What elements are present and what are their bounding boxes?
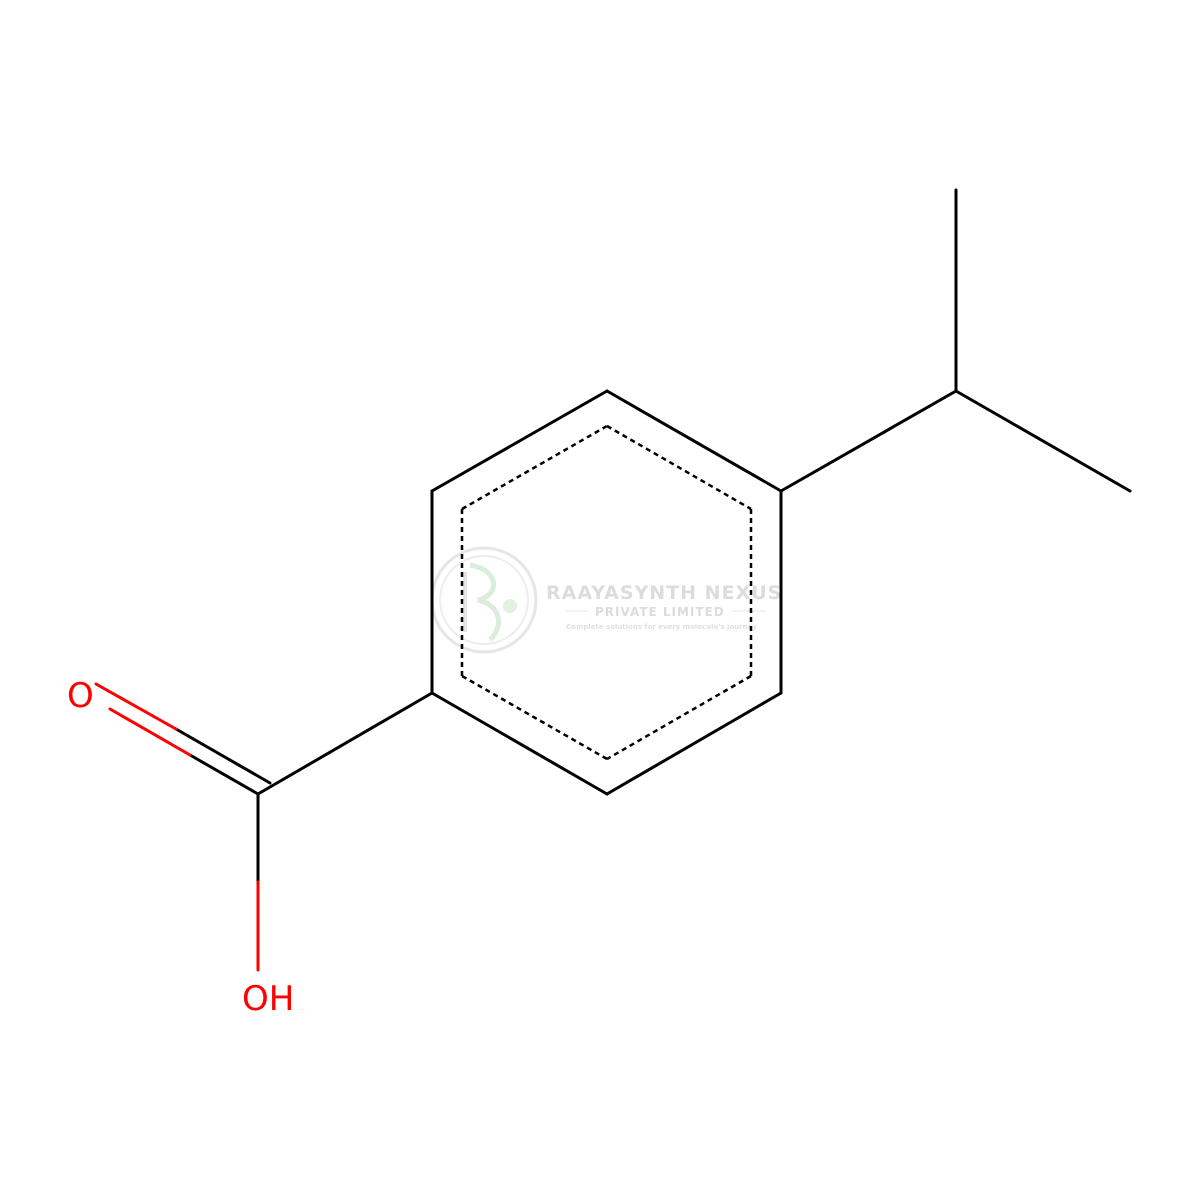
carboxyl-carbon-bond [256,691,434,796]
carbonyl-oxygen-label: O [67,676,94,716]
carbonyl-bond-black-2 [174,727,272,785]
ring-bond [430,691,609,796]
ring-bond [605,691,783,796]
logo-node-icon [503,599,517,613]
logo-inner-ring [439,555,529,645]
watermark-logo: RAAYASYNTH NEXUS PRIVATE LIMITED Complet… [430,546,782,654]
aromatic-ring-dashes [460,424,753,761]
isopropyl-bond [779,389,958,493]
methyl-bond-right [954,389,1132,493]
ring-bond [430,389,609,493]
logo-helix-icon [469,562,501,642]
carbonyl-bond-red-2 [94,682,178,731]
ring-bond [605,389,783,493]
carboxyl-group: O OH [67,676,434,1019]
carbonyl-bond-red-1 [108,707,192,757]
carbonyl-bond-black-1 [188,753,260,796]
watermark-title: RAAYASYNTH NEXUS [546,582,782,604]
hydroxyl-label: OH [242,979,294,1019]
isopropyl-group [779,188,1132,493]
benzene-ring [430,389,783,796]
watermark-tagline: Complete solutions for every molecule's … [566,623,757,631]
aromatic-bond [606,424,752,511]
watermark-subtitle: PRIVATE LIMITED [595,605,725,619]
aromatic-bond [461,674,608,761]
aromatic-bond [461,424,608,511]
aromatic-bond [606,674,752,761]
